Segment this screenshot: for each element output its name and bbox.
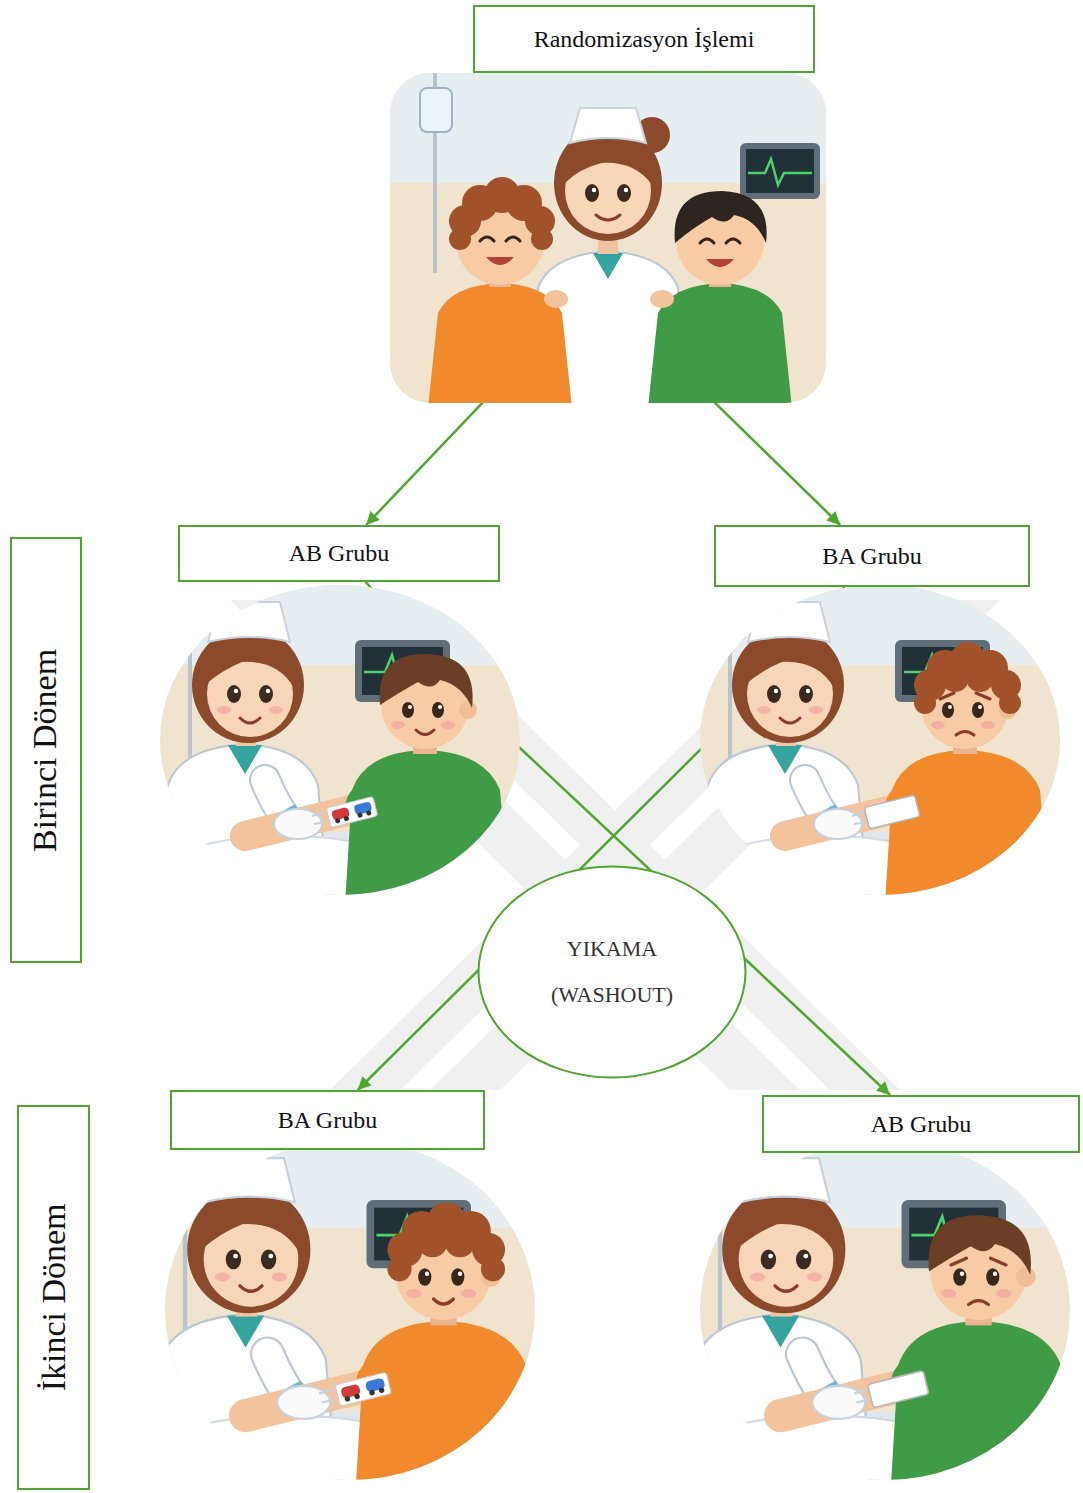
treatment-illustration — [140, 565, 540, 922]
node-label: AB Grubu — [289, 539, 390, 568]
randomization-illustration — [390, 73, 826, 403]
ellipse-outline — [477, 865, 747, 1079]
process-box: Randomizasyon İşlemi — [473, 5, 815, 73]
treatment-illustration — [130, 1118, 570, 1493]
treatment-illustration — [665, 1118, 1083, 1493]
group-box: AB Grubu — [178, 525, 500, 582]
group-box: AB Grubu — [762, 1095, 1080, 1153]
node-label: YIKAMA (WASHOUT) — [537, 926, 687, 1018]
treatment-illustration — [680, 565, 1080, 922]
period-label: Birinci Dönem — [26, 648, 67, 851]
period-band: İkinci Dönem — [17, 1105, 90, 1490]
group-box: BA Grubu — [170, 1090, 485, 1150]
period-label: İkinci Dönem — [33, 1204, 74, 1392]
washout-ellipse: YIKAMA (WASHOUT) — [477, 865, 747, 1079]
group-box: BA Grubu — [714, 525, 1030, 587]
ellipse-outline — [479, 867, 746, 1078]
node-label: AB Grubu — [871, 1110, 972, 1139]
node-label: BA Grubu — [278, 1106, 377, 1135]
node-label: Randomizasyon İşlemi — [534, 25, 755, 54]
node-label: BA Grubu — [822, 542, 921, 571]
period-band: Birinci Dönem — [10, 537, 82, 963]
